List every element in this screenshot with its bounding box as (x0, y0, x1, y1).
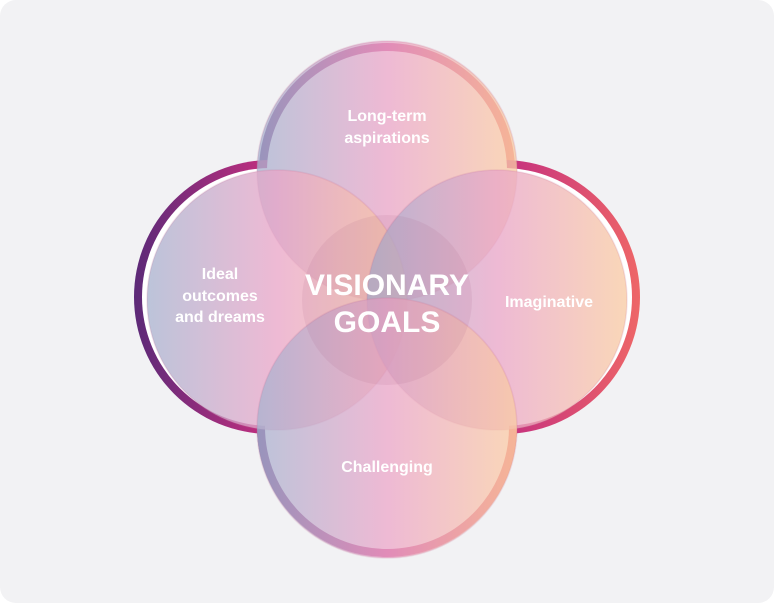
petal-left-label-line3: and dreams (175, 309, 265, 326)
petal-right-label: Imaginative (505, 294, 593, 311)
petal-top-label-line1: Long-term (347, 108, 426, 125)
petals (146, 40, 628, 559)
petal-left-label-line2: outcomes (182, 288, 258, 305)
center-title-line2: GOALS (334, 306, 441, 339)
petal-bottom (256, 297, 518, 559)
petal-top-label-line2: aspirations (344, 130, 429, 147)
overlap-shade (302, 215, 472, 385)
petal-bottom-label: Challenging (341, 459, 433, 476)
center-title-line1: VISIONARY (305, 269, 469, 302)
petal-left-label-line1: Ideal (202, 266, 238, 283)
